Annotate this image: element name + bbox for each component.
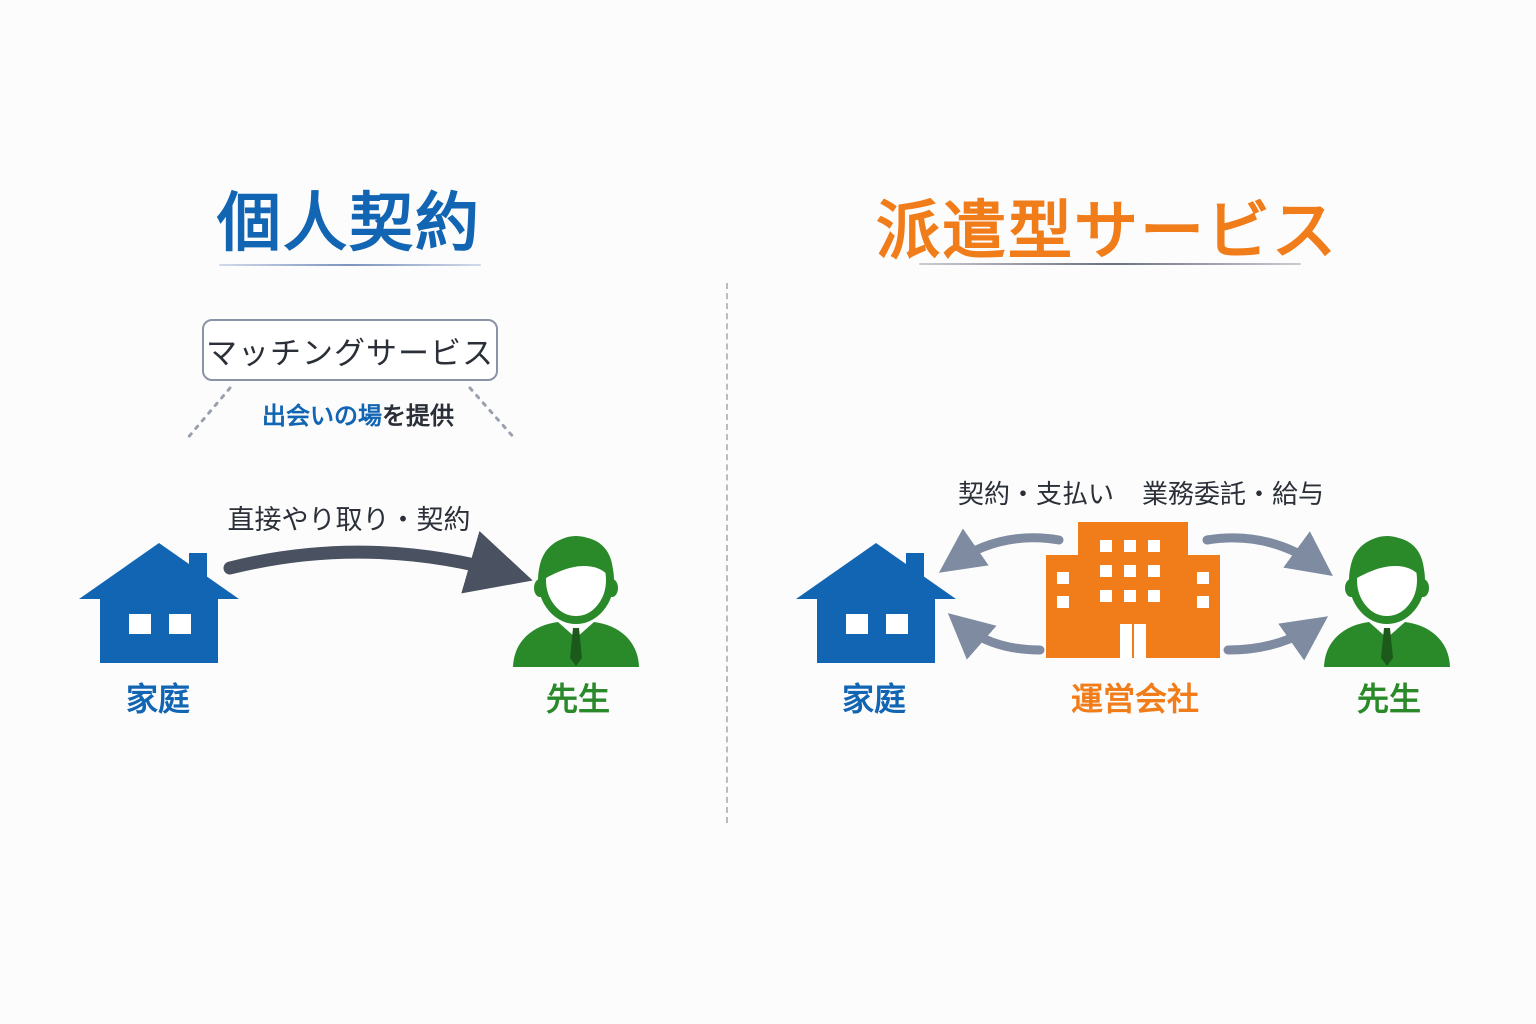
arrow-company-to-teacher-top (1202, 531, 1333, 576)
teacher-label-left: 先生 (545, 680, 611, 718)
matching-caption-highlight: 出会いの場 (262, 402, 382, 430)
direct-contract-arrow (223, 531, 533, 594)
home-label-right: 家庭 (841, 680, 907, 718)
building-icon (1046, 522, 1220, 658)
teacher-label-right: 先生 (1356, 680, 1422, 718)
title-individual-contract: 個人契約 (217, 187, 481, 261)
center-divider (726, 283, 728, 823)
arrow-company-to-home-top (938, 528, 1064, 573)
matching-service-box: マッチングサービス (202, 319, 498, 381)
contract-payment-label: 契約・支払い (957, 480, 1115, 510)
matching-connector-right (468, 386, 518, 442)
house-icon (796, 543, 956, 663)
home-label-left: 家庭 (125, 680, 191, 718)
arrow-company-to-home-bottom (947, 613, 1045, 660)
outsourcing-salary-label: 業務委託・給与 (1141, 480, 1325, 510)
title-underline-left (219, 264, 481, 266)
matching-service-label: マッチングサービス (206, 335, 494, 372)
matching-connector-left (184, 386, 232, 442)
company-label: 運営会社 (1070, 680, 1200, 718)
title-underline-right (919, 263, 1301, 265)
direct-contract-label: 直接やり取り・契約 (227, 505, 471, 536)
matching-service-caption: 出会いの場を提供 (262, 396, 454, 431)
teacher-icon (1324, 536, 1450, 667)
house-icon (79, 543, 239, 663)
matching-caption-rest: を提供 (382, 402, 454, 430)
title-dispatch-service: 派遣型サービス (876, 195, 1338, 269)
teacher-icon (513, 536, 639, 667)
arrow-company-to-teacher-bottom (1223, 616, 1329, 661)
